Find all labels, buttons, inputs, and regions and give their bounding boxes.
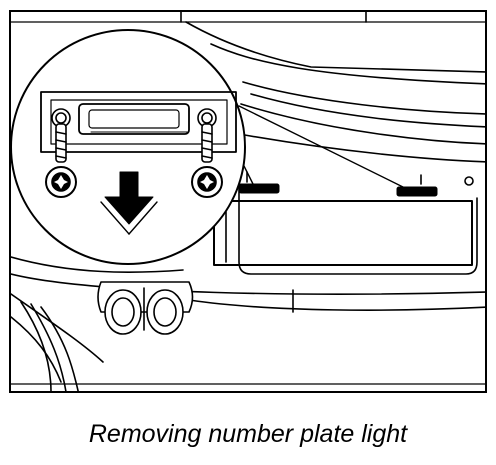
- rear-bumper-illustration: [11, 12, 485, 391]
- diagram-frame: [9, 10, 487, 393]
- number-plate-recess: [213, 181, 478, 275]
- down-arrow-icon: [100, 171, 158, 235]
- number-plate-lights: [238, 171, 474, 197]
- figure-caption: Removing number plate light: [88, 420, 408, 448]
- exhaust-tailpipes: [97, 281, 194, 335]
- detail-magnifier: [11, 29, 246, 265]
- left-torx-screw: [45, 123, 77, 198]
- boot-lid-lines: [11, 12, 485, 163]
- bumper-outline: [11, 256, 485, 391]
- light-housing: [40, 91, 237, 153]
- right-torx-screw: [191, 123, 223, 198]
